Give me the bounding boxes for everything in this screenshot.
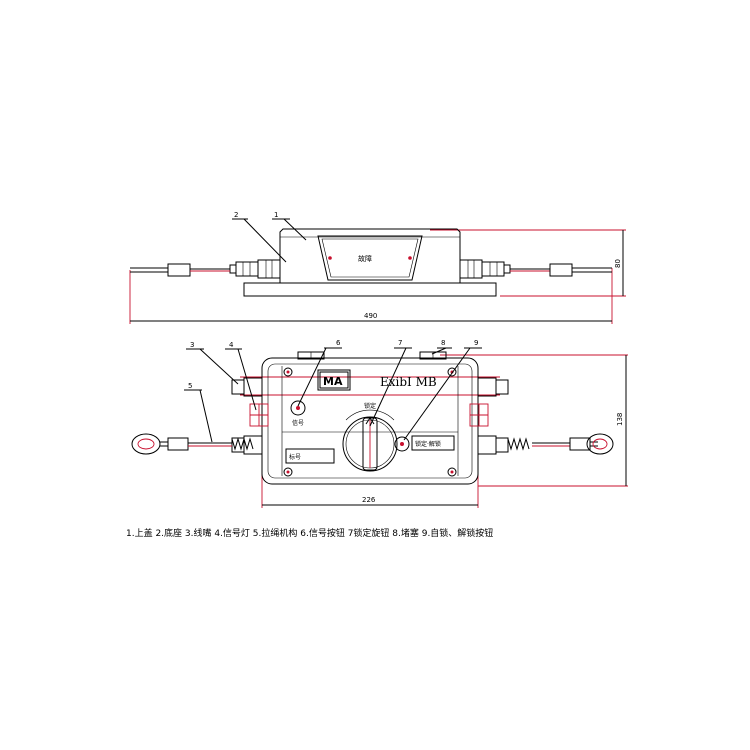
parts-legend: 1.上盖 2.底座 3.线嘴 4.信号灯 5.拉绳机构 6.信号按钮 7锁定旋钮…: [126, 529, 494, 539]
selflock-label: 锁定·解锁: [415, 440, 441, 448]
lock-knob: [342, 416, 398, 472]
right-rope-eye: [586, 433, 614, 455]
left-rope-eye: [131, 433, 161, 455]
nameplate: [285, 448, 335, 464]
front-view: MA ExibI MB 信号 锁定 锁定·解锁 标号: [131, 339, 628, 508]
callout-4: 4: [229, 341, 234, 349]
fault-panel-inner: [321, 238, 419, 278]
screw-br: [447, 467, 457, 477]
callout-2: 2: [234, 211, 238, 219]
fault-panel-label: 故障: [358, 254, 372, 263]
right-lower-gland: [477, 435, 497, 455]
right-gland-tip: [503, 264, 511, 274]
selflock-plate: [411, 435, 455, 451]
screw-bl: [283, 467, 293, 477]
front-enclosure: [261, 357, 479, 485]
screw-tr: [447, 367, 457, 377]
ex-mark: ExibI MB: [380, 375, 437, 389]
fault-panel: [317, 235, 423, 281]
panel-dot-left: [328, 256, 332, 260]
callout-9: 9: [474, 339, 478, 347]
left-lower-gland: [243, 435, 263, 455]
left-upper-gland: [243, 377, 263, 397]
ma-brand-box: [317, 369, 351, 391]
dim-length-value: 490: [364, 312, 377, 320]
left-gland-nut: [235, 261, 259, 277]
left-gland-tip: [229, 264, 237, 274]
callout-1-leader: [283, 218, 307, 241]
callout-6: 6: [336, 339, 341, 347]
right-upper-gland: [477, 377, 497, 397]
panel-dot-right: [408, 256, 412, 260]
callout-2-leader: [243, 218, 287, 263]
callout-8: 8: [441, 339, 445, 347]
dim-height-value-2: 138: [616, 413, 624, 426]
left-rope-spring: [231, 437, 254, 451]
knob-arc: [345, 409, 395, 421]
callout-7: 7: [398, 339, 402, 347]
right-gland-body: [459, 259, 483, 279]
callout-5: 5: [188, 382, 192, 390]
dim-width-value: 226: [362, 496, 376, 504]
right-rope-spring: [507, 437, 530, 451]
top-view: 故障 490 80: [129, 211, 626, 324]
knob-arrow: [365, 417, 375, 425]
signal-label: 信号: [292, 419, 304, 427]
callout-3: 3: [190, 341, 194, 349]
nameplate-label: 标号: [289, 453, 301, 461]
left-gland-body: [257, 259, 281, 279]
left-rope-ferrule: [167, 437, 189, 451]
upper-cover: [279, 228, 461, 284]
left-cable-ferrule: [167, 263, 191, 277]
right-gland-nut: [481, 261, 505, 277]
callout-1: 1: [274, 211, 278, 219]
lock-label: 锁定: [364, 402, 376, 410]
base-plate: [243, 282, 497, 297]
screw-tl: [283, 367, 293, 377]
right-rope-ferrule: [569, 437, 591, 451]
right-cable-ferrule: [549, 263, 573, 277]
selflock-button: [394, 436, 410, 452]
ma-brand-mark: MA: [323, 375, 343, 388]
signal-button: [290, 400, 306, 416]
dim-height-value: 80: [614, 259, 622, 268]
